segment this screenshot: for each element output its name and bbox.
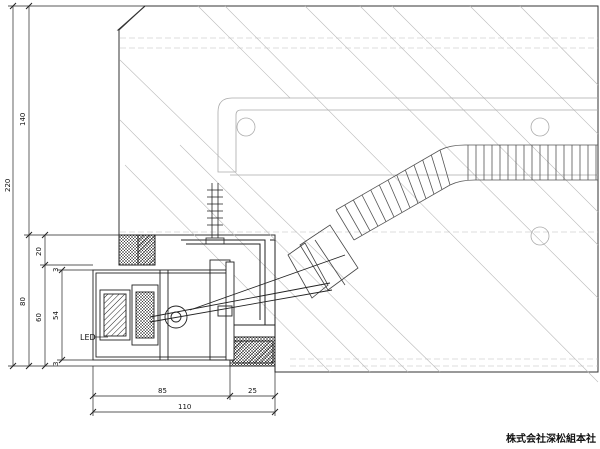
dim-inner-height: 60 [35, 313, 43, 322]
dim-upper-height: 140 [19, 113, 27, 126]
dim-width-main: 85 [158, 387, 167, 395]
dim-inner-detail: 54 [52, 311, 60, 320]
anchor-bolt [205, 183, 225, 245]
conduit-connector [287, 224, 359, 299]
inner-frame [217, 97, 598, 246]
diagonal-guides [119, 5, 599, 383]
dim-width-total: 110 [178, 403, 191, 411]
led-profile [92, 254, 346, 361]
dim-width-side: 25 [248, 387, 257, 395]
dim-frame-height: 80 [19, 297, 27, 306]
dim-overall-height: 220 [4, 179, 12, 192]
dimension-ticks [9, 2, 279, 416]
dim-top-gap: 20 [35, 247, 43, 256]
dim-small-top: 3 [52, 268, 60, 272]
company-name: 株式会社深松組本社 [506, 434, 596, 445]
slab-outline [116, 5, 599, 373]
dimension-lines [8, 5, 276, 416]
dim-small-bottom: 3 [52, 362, 60, 366]
ceiling-frame [118, 234, 276, 372]
led-label: LED [80, 333, 96, 342]
flex-conduit [335, 144, 598, 241]
horizontal-dashed-lines [120, 37, 598, 367]
